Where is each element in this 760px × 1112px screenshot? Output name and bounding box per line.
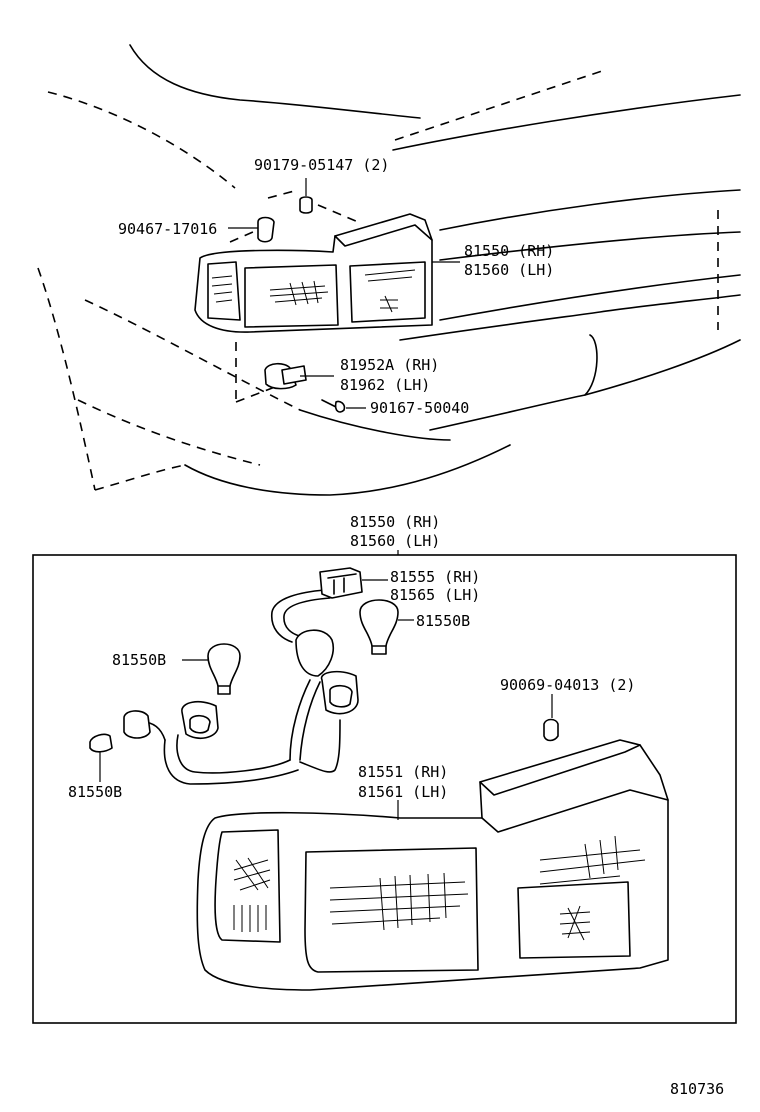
figure-number: 810736 — [670, 1080, 724, 1098]
label-socket-wire-rh: 81555 (RH) — [390, 568, 480, 586]
label-screw-top: 90179-05147 (2) — [254, 156, 389, 174]
label-bulb-left: 81550B — [112, 651, 166, 669]
nut — [543, 718, 559, 742]
label-clip-left: 90467-17016 — [118, 220, 217, 238]
label-box-assy-lh: 81560 (LH) — [350, 532, 440, 550]
bottom-leader-lines — [99, 579, 553, 820]
label-bulb-small: 81550B — [68, 783, 122, 801]
label-lens-rh: 81551 (RH) — [358, 763, 448, 781]
tail-lamp-lens — [196, 739, 669, 991]
label-bracket-lh: 81962 (LH) — [340, 376, 430, 394]
car-body-outline — [37, 44, 741, 496]
label-bulb-right: 81550B — [416, 612, 470, 630]
lamp-sockets — [123, 670, 359, 740]
socket-wire-harness — [141, 567, 363, 785]
label-nut: 90069-04013 (2) — [500, 676, 635, 694]
exploded-view-box — [32, 554, 737, 1024]
label-lens-lh: 81561 (LH) — [358, 783, 448, 801]
tail-lamp-top — [194, 213, 433, 333]
top-small-parts — [257, 196, 346, 413]
label-box-assy-rh: 81550 (RH) — [350, 513, 440, 531]
label-bracket-rh: 81952A (RH) — [340, 356, 439, 374]
top-leader-lines — [228, 178, 460, 409]
label-socket-wire-lh: 81565 (LH) — [390, 586, 480, 604]
label-lamp-top-lh: 81560 (LH) — [464, 261, 554, 279]
bulbs — [89, 599, 399, 753]
label-bolt: 90167-50040 — [370, 399, 469, 417]
label-lamp-top-rh: 81550 (RH) — [464, 242, 554, 260]
